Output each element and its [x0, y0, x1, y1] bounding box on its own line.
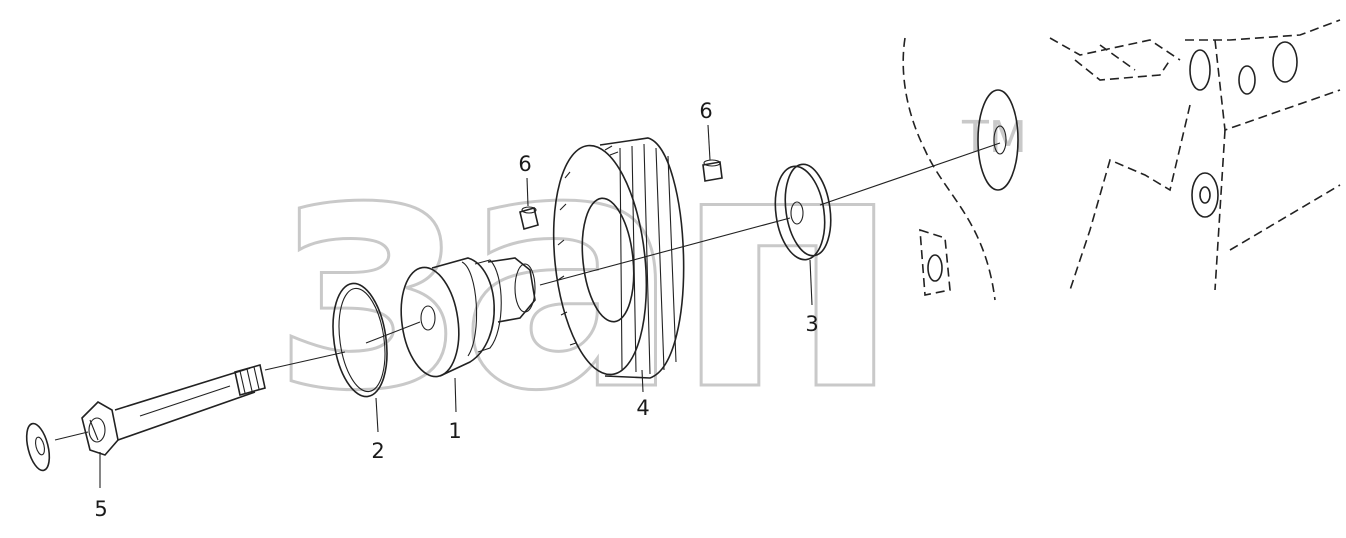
dowel-pin-icon [519, 206, 539, 230]
dowel-pin-icon [702, 159, 723, 182]
callout-5: 5 [94, 497, 107, 521]
watermark: зап TM [274, 78, 1027, 465]
callout-labels: 1 2 3 4 5 6 6 [94, 99, 818, 521]
gear-icon [552, 137, 685, 379]
callout-2: 2 [371, 439, 384, 463]
callout-3: 3 [805, 312, 818, 336]
callout-4: 4 [636, 396, 649, 420]
leader-lines [99, 124, 813, 488]
o-ring-icon [332, 282, 388, 398]
engine-housing-icon [902, 19, 1341, 301]
thrust-washer-icon [774, 163, 832, 261]
callout-6-left: 6 [518, 152, 531, 176]
callout-6-right: 6 [699, 99, 712, 123]
assembly-axis [54, 142, 1001, 441]
intermediate-gear-hub-icon [400, 257, 536, 378]
callout-1: 1 [448, 419, 461, 443]
watermark-logo: зап [275, 79, 893, 463]
bolt-with-washer-icon [25, 364, 266, 472]
